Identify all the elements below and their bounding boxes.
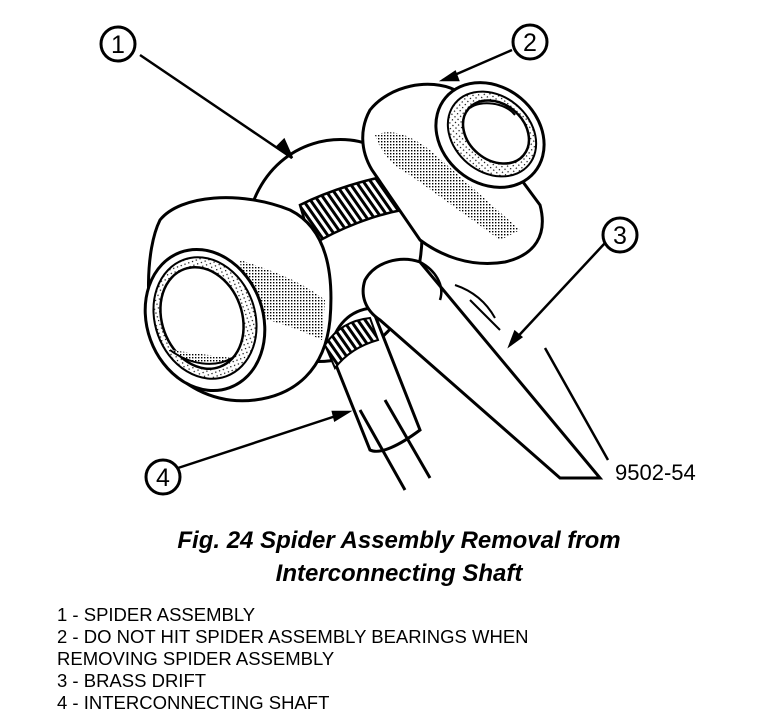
callout-3: 3 (601, 216, 639, 254)
legend-item-2: 2 - DO NOT HIT SPIDER ASSEMBLY BEARINGS … (57, 626, 529, 669)
caption-line-1: Fig. 24 Spider Assembly Removal from (177, 527, 621, 554)
svg-text:2: 2 (523, 29, 537, 57)
legend-item-3: 3 - BRASS DRIFT (57, 670, 207, 691)
part-code: 9502-54 (615, 460, 696, 485)
spider-assembly-illustration: 1 2 3 4 9502-54 (99, 23, 696, 496)
callout-2: 2 (511, 23, 549, 61)
lower-bearing-cup (143, 196, 333, 403)
caption-line-2: Interconnecting Shaft (275, 560, 523, 587)
callout-4: 4 (144, 458, 182, 496)
svg-text:4: 4 (156, 464, 170, 492)
upper-bearing-cup (361, 81, 546, 265)
interconnecting-shaft (323, 306, 432, 491)
legend-item-1: 1 - SPIDER ASSEMBLY (57, 604, 256, 625)
figure-caption: Fig. 24 Spider Assembly Removal from Int… (0, 524, 768, 590)
svg-text:1: 1 (111, 31, 125, 59)
legend: 1 - SPIDER ASSEMBLY 2 - DO NOT HIT SPIDE… (57, 604, 757, 714)
svg-text:3: 3 (613, 222, 627, 250)
legend-item-4: 4 - INTERCONNECTING SHAFT (57, 692, 330, 713)
brass-drift (361, 257, 604, 480)
callout-1: 1 (99, 25, 137, 63)
leader-lines (139, 48, 610, 470)
